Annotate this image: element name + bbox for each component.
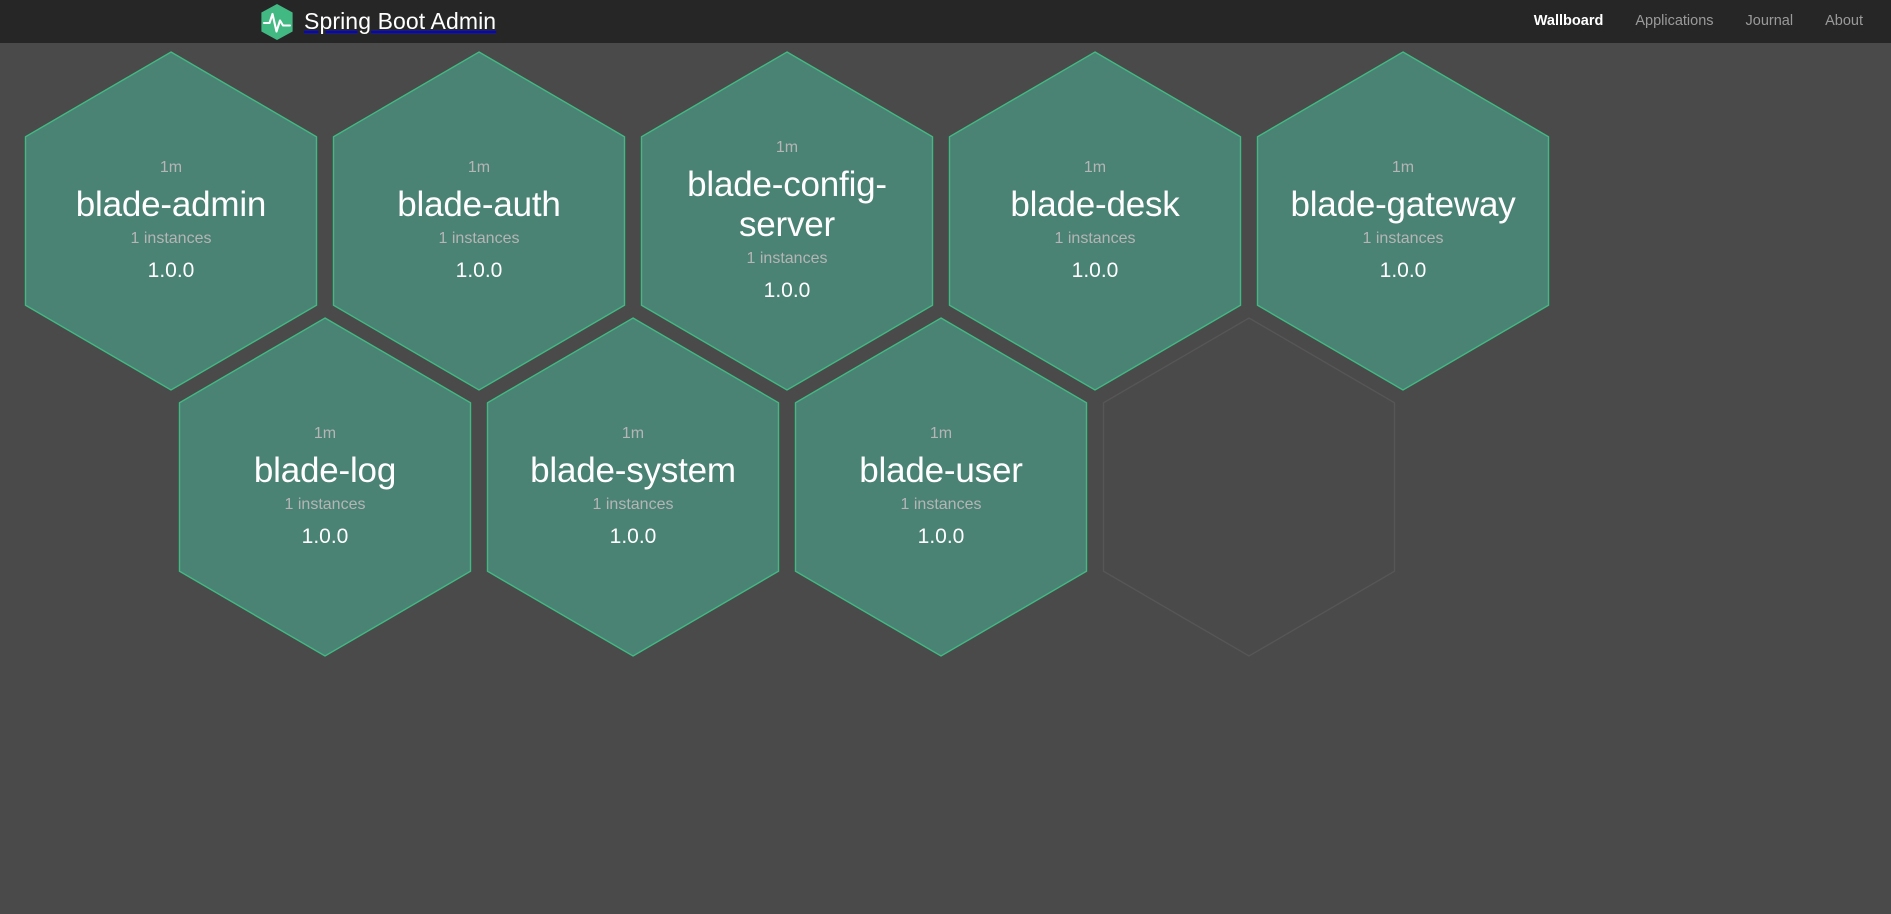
application-uptime: 1m	[1083, 158, 1107, 176]
application-hexagon[interactable]: 1m blade-desk 1 instances 1.0.0	[948, 51, 1242, 391]
hexagon-shape	[1256, 51, 1550, 391]
application-instances: 1 instances	[1054, 229, 1136, 247]
hexagon-shape	[794, 317, 1088, 657]
top-navbar: Spring Boot Admin Wallboard Applications…	[0, 0, 1891, 43]
application-instances: 1 instances	[1362, 229, 1444, 247]
application-hexagon[interactable]: 1m blade-admin 1 instances 1.0.0	[24, 51, 318, 391]
hexagon-shape	[948, 51, 1242, 391]
application-hexagon[interactable]: 1m blade-user 1 instances 1.0.0	[794, 317, 1088, 657]
application-uptime: 1m	[313, 424, 337, 442]
application-uptime: 1m	[1391, 158, 1415, 176]
brand-home-link[interactable]: Spring Boot Admin	[260, 3, 496, 41]
hexagon-shape	[1102, 317, 1396, 657]
application-instances: 1 instances	[438, 229, 520, 247]
spring-boot-admin-logo-icon	[260, 3, 294, 41]
application-name: blade-log	[253, 450, 397, 490]
application-uptime: 1m	[467, 158, 491, 176]
application-name: blade-gateway	[1290, 184, 1516, 224]
application-name: blade-system	[530, 450, 736, 490]
application-name: blade-config-server	[687, 165, 887, 244]
application-version: 1.0.0	[147, 259, 195, 283]
application-hexagon[interactable]: 1m blade-system 1 instances 1.0.0	[486, 317, 780, 657]
application-uptime: 1m	[159, 158, 183, 176]
application-hexagon[interactable]: 1m blade-log 1 instances 1.0.0	[178, 317, 472, 657]
nav-item-journal[interactable]: Journal	[1745, 13, 1794, 30]
application-version: 1.0.0	[455, 259, 503, 283]
application-name: blade-admin	[75, 184, 267, 224]
application-name: blade-desk	[1010, 184, 1180, 224]
application-uptime: 1m	[621, 424, 645, 442]
application-hexagon-placeholder	[1102, 317, 1396, 657]
hexagon-shape	[640, 51, 934, 391]
application-instances: 1 instances	[746, 249, 828, 267]
application-version: 1.0.0	[609, 525, 657, 549]
application-hexagon[interactable]: 1m blade-gateway 1 instances 1.0.0	[1256, 51, 1550, 391]
application-version: 1.0.0	[763, 279, 811, 303]
main-nav: Wallboard Applications Journal About	[1534, 14, 1863, 29]
application-version: 1.0.0	[917, 525, 965, 549]
application-version: 1.0.0	[1071, 259, 1119, 283]
application-hexagon[interactable]: 1m blade-auth 1 instances 1.0.0	[332, 51, 626, 391]
nav-item-wallboard[interactable]: Wallboard	[1533, 13, 1604, 30]
application-name: blade-user	[859, 450, 1023, 490]
brand-title: Spring Boot Admin	[304, 8, 497, 34]
wallboard-grid: 1m blade-admin 1 instances 1.0.0 1m blade-aut…	[0, 43, 1891, 914]
hexagon-shape	[332, 51, 626, 391]
application-instances: 1 instances	[592, 495, 674, 513]
application-hexagon[interactable]: 1m blade-config-server 1 instances 1.0.0	[640, 51, 934, 391]
application-version: 1.0.0	[301, 525, 349, 549]
hexagon-shape	[178, 317, 472, 657]
nav-item-about[interactable]: About	[1825, 13, 1863, 30]
application-instances: 1 instances	[284, 495, 366, 513]
hexagon-shape	[486, 317, 780, 657]
hexagon-shape	[24, 51, 318, 391]
application-version: 1.0.0	[1379, 259, 1427, 283]
application-uptime: 1m	[775, 138, 799, 156]
nav-item-applications[interactable]: Applications	[1635, 13, 1714, 30]
application-instances: 1 instances	[900, 495, 982, 513]
application-uptime: 1m	[929, 424, 953, 442]
application-instances: 1 instances	[130, 229, 212, 247]
application-name: blade-auth	[397, 184, 561, 224]
